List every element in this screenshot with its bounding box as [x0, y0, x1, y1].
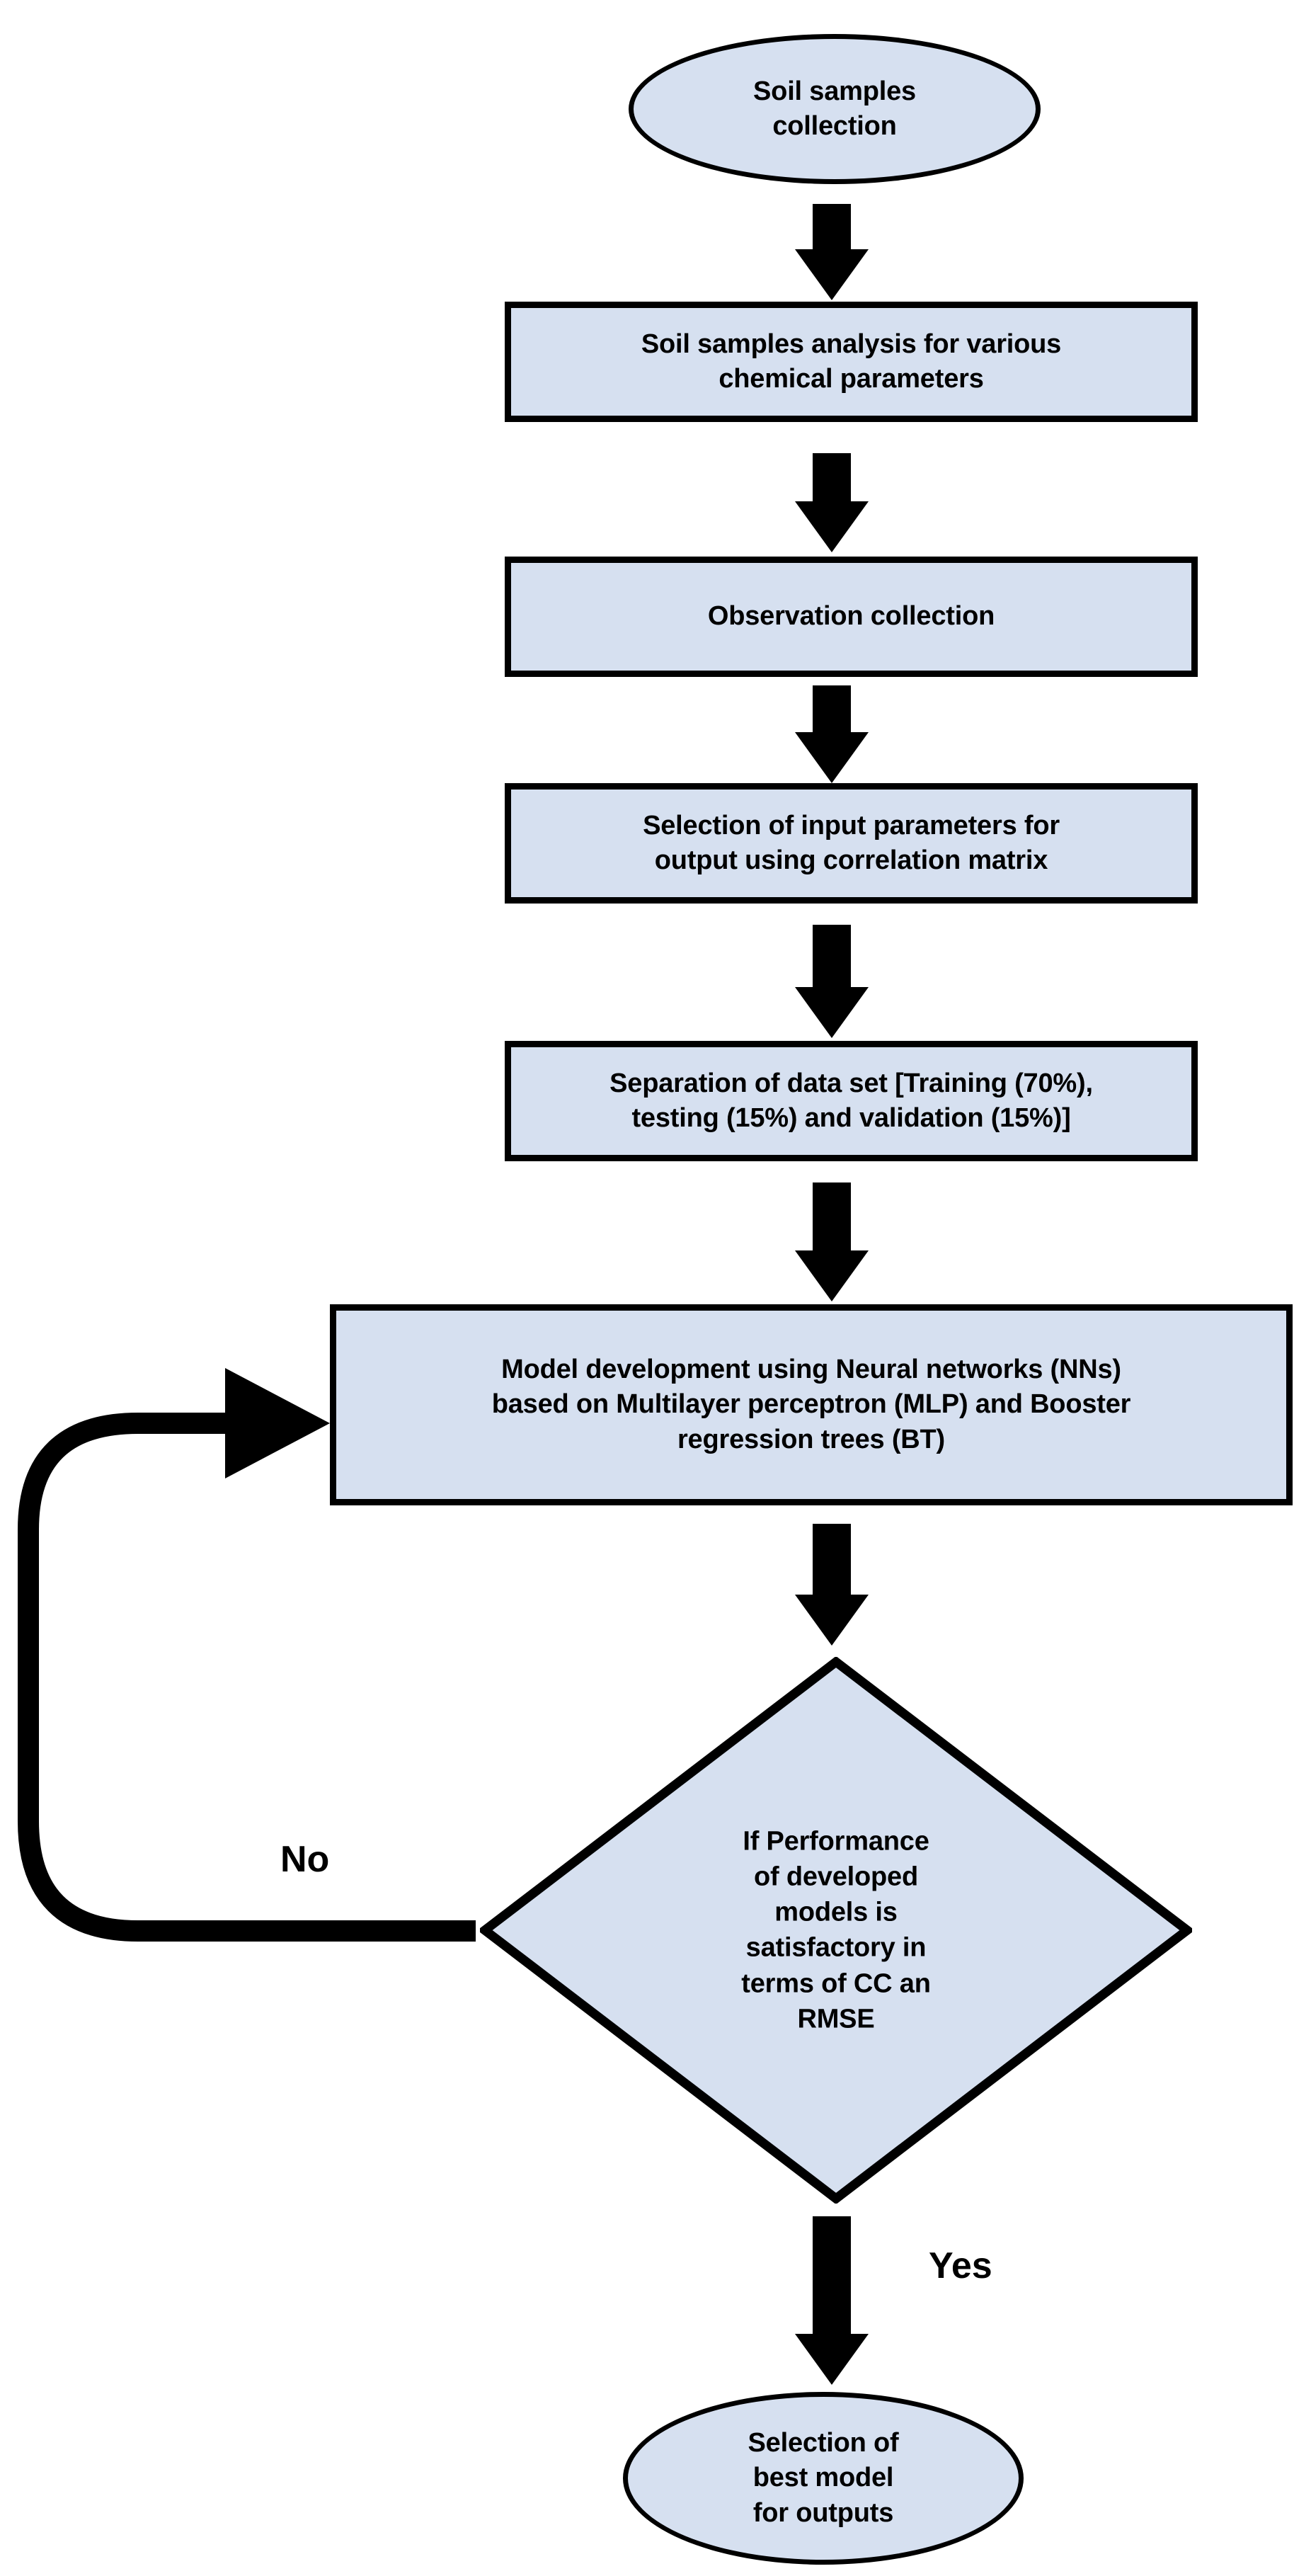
node-model-development: Model development using Neural networks … [330, 1304, 1293, 1505]
arrow-shaft [813, 925, 851, 987]
node-analysis-line-2: chemical parameters [719, 364, 984, 394]
node-observation-label: Observation collection [708, 599, 995, 634]
node-start-label: Soil samples collection [753, 74, 916, 144]
arrow-head [795, 501, 869, 552]
node-decision-performance-check: If Performance of developed models is sa… [480, 1657, 1192, 2204]
node-model-line-3: regression trees (BT) [677, 1424, 945, 1454]
node-separation-line-1: Separation of data set [Training (70%), [609, 1068, 1093, 1098]
node-soil-samples-analysis: Soil samples analysis for various chemic… [505, 302, 1198, 422]
node-separation-of-data-set: Separation of data set [Training (70%), … [505, 1041, 1198, 1161]
arrow-head [795, 249, 869, 300]
arrow-analysis-to-observation [795, 453, 869, 552]
node-analysis-line-1: Soil samples analysis for various [641, 329, 1062, 359]
arrow-head [795, 2334, 869, 2385]
node-start-line-1: Soil samples [753, 76, 916, 106]
node-end-label: Selection of best model for outputs [748, 2426, 899, 2531]
node-decision-line-5: terms of CC an [741, 1968, 931, 1999]
arrow-observation-to-selection [795, 685, 869, 783]
node-selection-line-2: output using correlation matrix [654, 845, 1048, 875]
node-model-line-1: Model development using Neural networks … [501, 1354, 1121, 1384]
arrow-model-to-decision [795, 1524, 869, 1646]
arrow-shaft [813, 204, 851, 252]
arrow-head [795, 987, 869, 1038]
diamond-shape [480, 1657, 1192, 2204]
node-decision-line-3: models is [774, 1897, 898, 1927]
node-model-label: Model development using Neural networks … [492, 1352, 1131, 1457]
arrow-start-to-analysis [795, 204, 869, 300]
node-separation-label: Separation of data set [Training (70%), … [609, 1066, 1093, 1136]
node-end-line-2: best model [752, 2463, 894, 2493]
arrow-decision-to-end [795, 2216, 869, 2385]
node-decision-line-2: of developed [754, 1862, 918, 1892]
node-observation-line-1: Observation collection [707, 601, 995, 632]
node-analysis-label: Soil samples analysis for various chemic… [641, 327, 1061, 397]
node-selection-of-input-parameters: Selection of input parameters for output… [505, 783, 1198, 904]
arrow-shaft [813, 685, 851, 734]
node-start-line-2: collection [772, 111, 897, 141]
arrow-selection-to-separation [795, 925, 869, 1038]
node-decision-line-6: RMSE [797, 2004, 875, 2034]
arrow-head [795, 1250, 869, 1301]
node-end-line-1: Selection of [748, 2427, 899, 2458]
arrow-head [795, 1595, 869, 1646]
arrow-head [795, 732, 869, 783]
arrow-shaft [813, 1182, 851, 1250]
arrow-shaft [813, 453, 851, 503]
node-decision-line-4: satisfactory in [745, 1933, 927, 1963]
node-model-line-2: based on Multilayer perceptron (MLP) and… [491, 1389, 1131, 1420]
node-start-soil-samples-collection: Soil samples collection [629, 34, 1041, 184]
arrow-separation-to-model [795, 1182, 869, 1301]
edge-label-yes: Yes [929, 2245, 992, 2286]
node-end-selection-of-best-model: Selection of best model for outputs [623, 2392, 1024, 2565]
arrow-shaft [813, 2216, 851, 2334]
node-decision-label: If Performance of developed models is sa… [636, 1824, 1035, 2037]
loop-arrow-head [225, 1368, 330, 1478]
arrow-shaft [813, 1524, 851, 1595]
node-observation-collection: Observation collection [505, 557, 1198, 677]
edge-label-no: No [280, 1839, 330, 1880]
node-selection-line-1: Selection of input parameters for [643, 810, 1060, 840]
node-end-line-3: for outputs [752, 2497, 894, 2528]
node-separation-line-2: testing (15%) and validation (15%)] [631, 1103, 1071, 1133]
node-decision-line-1: If Performance [743, 1826, 929, 1857]
node-selection-label: Selection of input parameters for output… [643, 809, 1060, 879]
